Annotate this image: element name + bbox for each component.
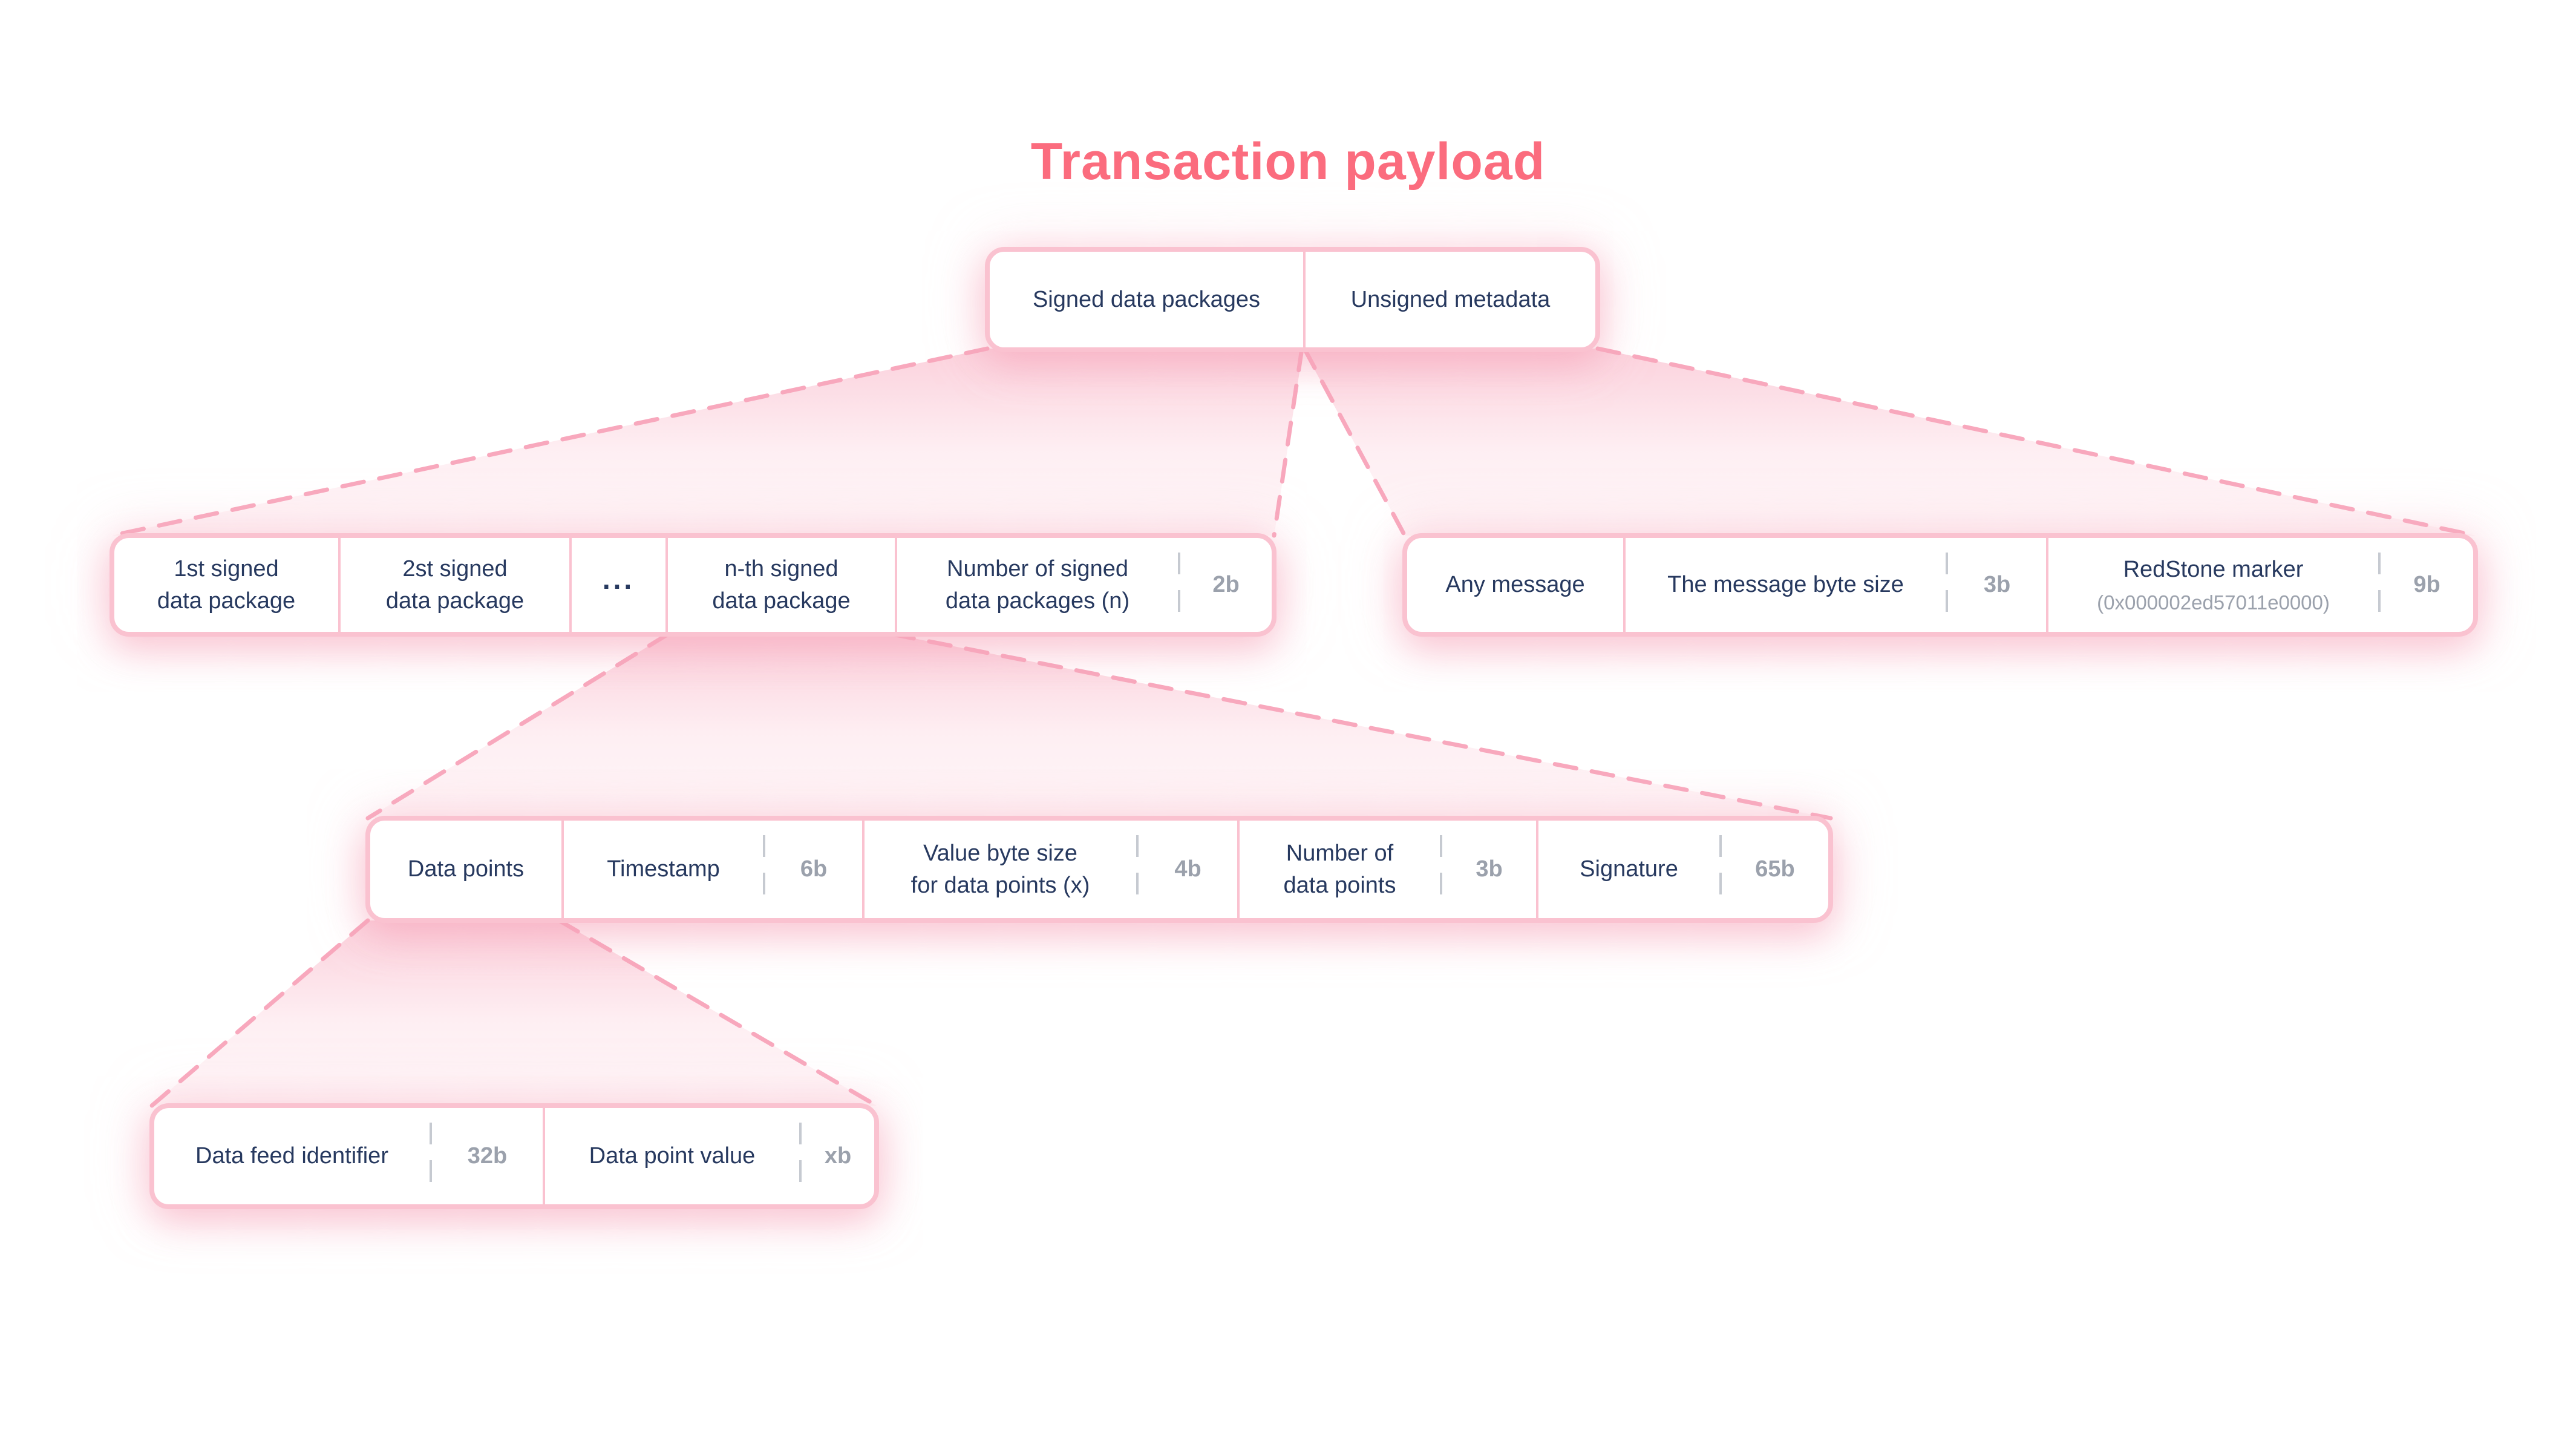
byte-size-label: 32b — [467, 1143, 508, 1169]
cell-label: Signature — [1580, 856, 1678, 882]
cell-signed-data-packages: Signed data packages — [990, 252, 1303, 347]
payload-box-row: Signed data packages Unsigned metadata — [985, 247, 1600, 352]
cell-label: Number of signed data packages (n) — [945, 556, 1130, 614]
byte-size-label: 3b — [1983, 572, 2011, 597]
connector-line — [365, 632, 670, 821]
cell-data-point-value: Data point value xb — [543, 1108, 874, 1204]
cell-label: RedStone marker (0x000002ed57011e0000) — [2048, 538, 2378, 632]
data-package-row: Data points Timestamp 6b Value byte size… — [365, 816, 1833, 923]
byte-size-divider — [1178, 553, 1180, 617]
byte-size-divider — [430, 1123, 432, 1190]
cell-label: 2st signed data package — [385, 556, 525, 614]
byte-size-divider — [1136, 835, 1139, 904]
cell-timestamp: Timestamp 6b — [561, 821, 862, 918]
cell-ellipsis: ... — [569, 538, 665, 632]
byte-size-divider — [799, 1123, 802, 1190]
cell-data-points: Data points — [370, 821, 561, 918]
byte-size-divider — [1440, 835, 1442, 904]
ellipsis-label: ... — [602, 563, 635, 595]
connector-line — [1272, 346, 1304, 538]
byte-size-divider — [1719, 835, 1722, 904]
connector-line — [890, 632, 1833, 821]
cell-redstone-marker: RedStone marker (0x000002ed57011e0000) 9… — [2046, 538, 2473, 632]
cell-number-of-signed-data-packages: Number of signed data packages (n) 2b — [895, 538, 1272, 632]
cell-label: n-th signed data package — [712, 556, 851, 614]
byte-size-label: 9b — [2413, 572, 2440, 597]
cell-signature: Signature 65b — [1536, 821, 1828, 918]
byte-size-label: xb — [824, 1143, 852, 1169]
cell-label: Data points — [407, 856, 525, 882]
cell-label: The message byte size — [1667, 572, 1904, 598]
cell-label: Any message — [1445, 572, 1585, 598]
cell-value-byte-size: Value byte size for data points (x) 4b — [862, 821, 1237, 918]
byte-size-divider — [2378, 553, 2381, 617]
cell-label: 1st signed data package — [157, 556, 296, 614]
connector-line — [110, 346, 990, 538]
cell-label: Number of data points — [1283, 841, 1396, 898]
byte-size-divider — [763, 835, 765, 904]
byte-size-label: 4b — [1174, 856, 1201, 882]
marker-hex-value: (0x000002ed57011e0000) — [2097, 591, 2330, 614]
byte-size-label: 65b — [1755, 856, 1795, 882]
cell-label: Data feed identifier — [195, 1143, 388, 1169]
cell-label: Unsigned metadata — [1350, 286, 1551, 312]
byte-size-label: 2b — [1212, 572, 1240, 597]
cell-label: Timestamp — [607, 856, 720, 882]
cell-unsigned-metadata: Unsigned metadata — [1303, 252, 1595, 347]
cell-1st-signed-data-package: 1st signed data package — [114, 538, 338, 632]
fan-signed — [112, 349, 1303, 536]
diagram-title: Transaction payload — [1030, 133, 1546, 191]
cell-data-feed-identifier: Data feed identifier 32b — [154, 1108, 543, 1204]
byte-size-divider — [1946, 553, 1948, 617]
connector-line — [149, 918, 370, 1108]
cell-message-byte-size: The message byte size 3b — [1623, 538, 2046, 632]
byte-size-label: 3b — [1476, 856, 1503, 882]
cell-number-of-data-points: Number of data points 3b — [1237, 821, 1536, 918]
cell-any-message: Any message — [1407, 538, 1623, 632]
cell-nth-signed-data-package: n-th signed data package — [665, 538, 895, 632]
unsigned-metadata-row: Any message The message byte size 3b Red… — [1402, 533, 2478, 637]
connector-line — [557, 918, 879, 1108]
cell-2st-signed-data-package: 2st signed data package — [338, 538, 569, 632]
cell-label: Value byte size for data points (x) — [910, 841, 1090, 898]
fan-data-point — [152, 920, 877, 1106]
cell-label: Data point value — [589, 1143, 756, 1169]
byte-size-label: 6b — [800, 856, 828, 882]
marker-title: RedStone marker — [2123, 556, 2304, 582]
signed-data-packages-row: 1st signed data package 2st signed data … — [110, 533, 1277, 637]
fan-data-package — [368, 634, 1831, 818]
fan-unsigned — [1303, 349, 2476, 536]
data-point-row: Data feed identifier 32b Data point valu… — [149, 1103, 879, 1209]
connector-line — [1595, 346, 2478, 538]
cell-label: Signed data packages — [1032, 286, 1261, 312]
